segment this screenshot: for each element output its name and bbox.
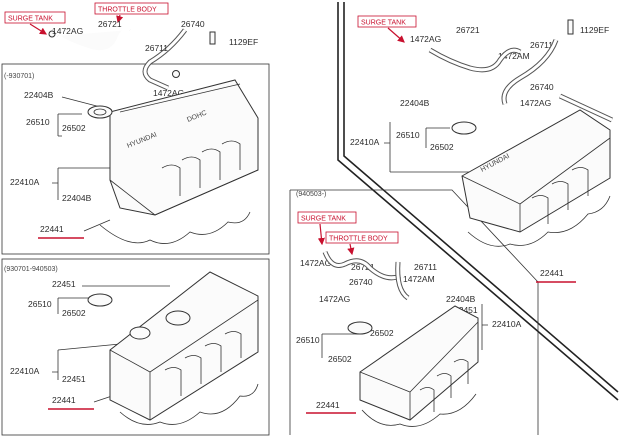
label-26721-tr: 26721 [456,25,480,35]
surge-tank-label-mid: SURGE TANK [301,216,346,223]
throttle-body-box [94,2,169,15]
label-26510-bl: 26510 [28,299,52,309]
bolt-1129ef-tr [567,19,574,35]
date-range-bl: (930701-940503) [4,266,58,273]
separator-line [337,2,619,401]
label-1472ag-b-mid: 1472AG [319,294,350,304]
label-26740: 26740 [181,19,205,29]
surge-tank-label-tr: SURGE TANK [361,20,406,27]
label-26510-mid: 26510 [296,335,320,345]
valve-cover-middle [347,305,479,427]
date-range-mid: (940503-) [296,191,326,198]
label-22451: 22451 [52,279,76,289]
label-26502-mid: 26502 [370,328,394,338]
label-26510-tr: 26510 [396,130,420,140]
label-22404b: 22404B [24,90,54,100]
frame-bottom-left [1,258,270,436]
label-1472ag-b-tr: 1472AG [520,98,551,108]
label-22451-b: 22451 [62,374,86,384]
callouts-top-left: SURGE TANK THROTTLE BODY [4,2,169,35]
label-22404b-b: 22404B [62,193,92,203]
hoses-top-left [48,28,216,91]
label-26502: 26502 [62,123,86,133]
hoses-middle [322,251,410,301]
label-22441-tr: 22441 [540,268,564,278]
date-range: (-930701) [4,73,34,80]
label-22404b-tr: 22404B [400,98,430,108]
label-22410a-bl: 22410A [10,366,40,376]
clamp-1472ag-top [48,30,56,38]
surge-tank-label: SURGE TANK [8,16,53,23]
throttle-body-label-mid: THROTTLE BODY [329,236,388,243]
label-26740-tr: 26740 [530,82,554,92]
hoses-top-right [428,19,614,123]
gasket-22441 [99,211,251,244]
label-26740-mid: 26740 [349,277,373,287]
label-22441: 22441 [40,224,64,234]
label-22404b-mid: 22404B [446,294,476,304]
frame-top-left [1,63,270,255]
callouts-top-right: SURGE TANK [357,15,417,43]
label-22451-mid: 22451 [454,305,478,315]
label-26721-mid: 26721 [351,262,375,272]
throttle-body-label: THROTTLE BODY [98,7,157,14]
label-26502-b-mid: 26502 [328,354,352,364]
labels-top-right: 1472AG 26721 1129EF 26711 1472AM 26740 1… [350,25,609,283]
label-26502-tr: 26502 [430,142,454,152]
label-22410a-tr: 22410A [350,137,380,147]
label-26711-mid: 26711 [414,262,437,272]
labels-bottom-left: (930701-940503) 22451 26510 26502 22410A… [4,266,170,410]
label-22410a-mid: 22410A [492,319,522,329]
valve-cover-top-left: HYUNDAI DOHC [87,79,259,244]
clamp-1472ag [172,70,180,78]
surge-tank-arrow [29,23,48,35]
label-1472am-mid: 1472AM [403,274,435,284]
label-1472ag-mid: 1472AG [300,258,331,268]
label-1129ef: 1129EF [229,37,258,47]
valve-cover-top-right: HYUNDAI [451,109,611,247]
valve-cover-bottom-left [87,271,259,425]
label-22441-mid: 22441 [316,400,340,410]
label-1472am-tr: 1472AM [498,51,530,61]
oil-cap-bl [87,293,113,307]
label-1129ef-tr: 1129EF [580,25,609,35]
labels-middle: 1472AG 26721 26711 1472AM 1472AG 26740 2… [296,258,522,414]
oil-cap-26510 [87,105,113,119]
label-26711: 26711 [145,43,168,53]
label-26711-tr: 26711 [530,40,553,50]
label-26721: 26721 [98,19,122,29]
throttle-body-arrow [116,14,124,24]
frame-middle [290,189,539,435]
separator-line-2 [343,2,619,393]
label-1472ag-b: 1472AG [153,88,184,98]
label-1472ag-tr: 1472AG [410,34,441,44]
bolt-1129ef [209,31,216,45]
callouts-middle: (940503-) SURGE TANK THROTTLE BODY [296,191,399,256]
label-1472ag: 1472AG [52,26,83,36]
label-22410a: 22410A [10,177,40,187]
label-26510: 26510 [26,117,50,127]
surge-tank-box [4,11,66,24]
label-26502-bl: 26502 [62,308,86,318]
label-22441-bl: 22441 [52,395,76,405]
